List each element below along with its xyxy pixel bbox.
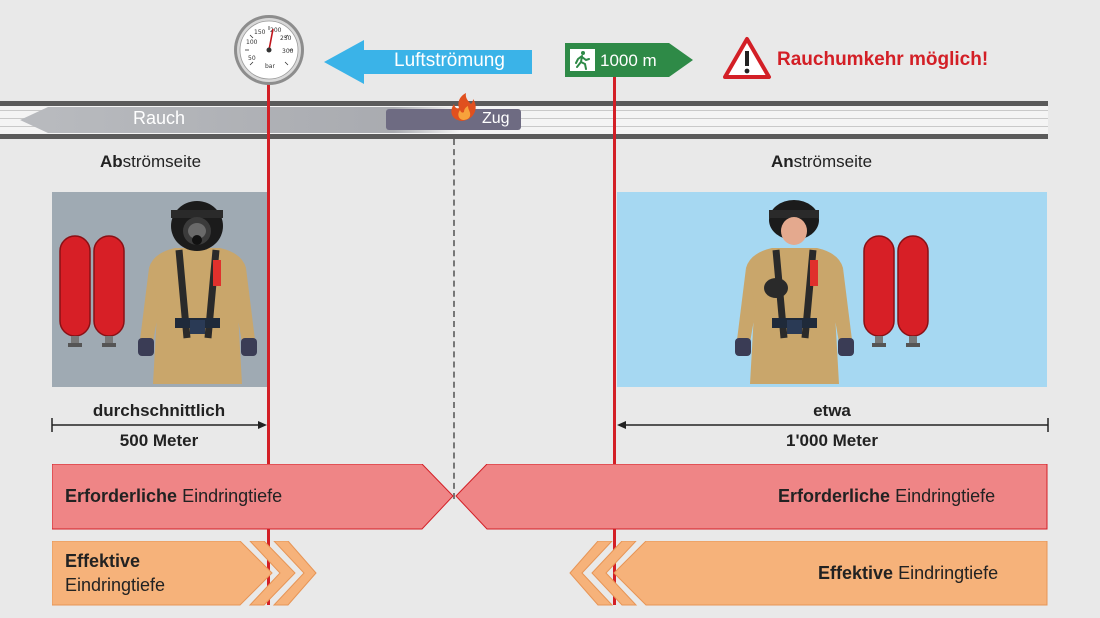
effective-depth-band-left bbox=[52, 541, 317, 606]
upstream-suffix: strömseite bbox=[793, 152, 873, 171]
required-depth-band-right bbox=[455, 464, 1048, 530]
required-label-bold: Erforderliche bbox=[778, 486, 891, 506]
downstream-prefix: Ab bbox=[100, 152, 123, 171]
downstream-side-label: Abströmseite bbox=[100, 152, 201, 172]
train bbox=[386, 109, 521, 130]
required-depth-label-right: Erforderliche Eindringtiefe bbox=[778, 486, 995, 507]
effective-depth-label-left-line2: Eindringtiefe bbox=[65, 575, 166, 595]
warning-icon bbox=[723, 37, 771, 79]
required-label-rest: Eindringtiefe bbox=[182, 486, 283, 506]
downstream-suffix: strömseite bbox=[122, 152, 202, 171]
gauge-tick-100: 100 bbox=[246, 39, 258, 46]
required-depth-band-left bbox=[52, 464, 454, 530]
airflow-arrow bbox=[324, 40, 532, 84]
tunnel-lane-line bbox=[0, 110, 1048, 111]
gauge-tick-50: 50 bbox=[248, 55, 256, 62]
gauge-tick-300: 300 bbox=[282, 48, 294, 55]
running-man-icon bbox=[575, 51, 590, 70]
airflow-label: Luftströmung bbox=[394, 50, 505, 71]
gauge-tick-200: 200 bbox=[270, 27, 282, 34]
right-distance-value: 1'000 Meter bbox=[786, 431, 878, 450]
train-label: Zug bbox=[482, 110, 510, 127]
exit-sign bbox=[565, 43, 693, 77]
exit-sign-label: 1000 m bbox=[600, 51, 657, 70]
air-cylinders-icon bbox=[59, 235, 125, 347]
pressure-gauge-icon: 50 100 150 200 250 300 bar bbox=[234, 15, 304, 85]
effective-depth-label-left: Effektive bbox=[65, 551, 140, 572]
gauge-tick-250: 250 bbox=[280, 35, 292, 42]
right-dimension-line bbox=[617, 418, 1049, 432]
tunnel-lane-line bbox=[0, 126, 1048, 127]
left-dimension-line bbox=[51, 418, 267, 432]
left-distance-qualifier: durchschnittlich bbox=[92, 401, 226, 420]
right-boundary-line bbox=[613, 76, 616, 605]
effective-depth-band-right bbox=[569, 541, 1048, 606]
left-distance-value: 500 Meter bbox=[119, 431, 199, 450]
left-boundary-line bbox=[267, 78, 270, 605]
fire-icon bbox=[451, 93, 476, 121]
effective-depth-label-right: Effektive Eindringtiefe bbox=[818, 563, 998, 584]
right-distance-qualifier: etwa bbox=[813, 401, 851, 420]
required-depth-label-left: Erforderliche Eindringtiefe bbox=[65, 486, 282, 507]
gauge-tick-150: 150 bbox=[254, 29, 266, 36]
air-cylinders-icon bbox=[863, 235, 929, 347]
required-label-bold: Erforderliche bbox=[65, 486, 178, 506]
tunnel-lane-line bbox=[0, 118, 1048, 119]
smoke-arrow bbox=[20, 107, 460, 133]
gauge-unit: bar bbox=[265, 63, 275, 70]
required-label-rest: Eindringtiefe bbox=[895, 486, 996, 506]
effective-label-bold: Effektive bbox=[65, 551, 141, 571]
firefighter-masked-icon bbox=[138, 201, 257, 384]
effective-label-bold: Effektive bbox=[818, 563, 894, 583]
upstream-prefix: An bbox=[771, 152, 794, 171]
effective-label-rest: Eindringtiefe bbox=[898, 563, 999, 583]
warning-label: Rauchumkehr möglich! bbox=[777, 49, 989, 70]
smoke-label: Rauch bbox=[133, 108, 186, 128]
upstream-side-label: Anströmseite bbox=[771, 152, 872, 172]
firefighter-unmasked-icon bbox=[735, 200, 854, 384]
tunnel-wall-bottom bbox=[0, 134, 1048, 139]
fire-center-line bbox=[453, 139, 455, 499]
tunnel-wall-top bbox=[0, 101, 1048, 106]
